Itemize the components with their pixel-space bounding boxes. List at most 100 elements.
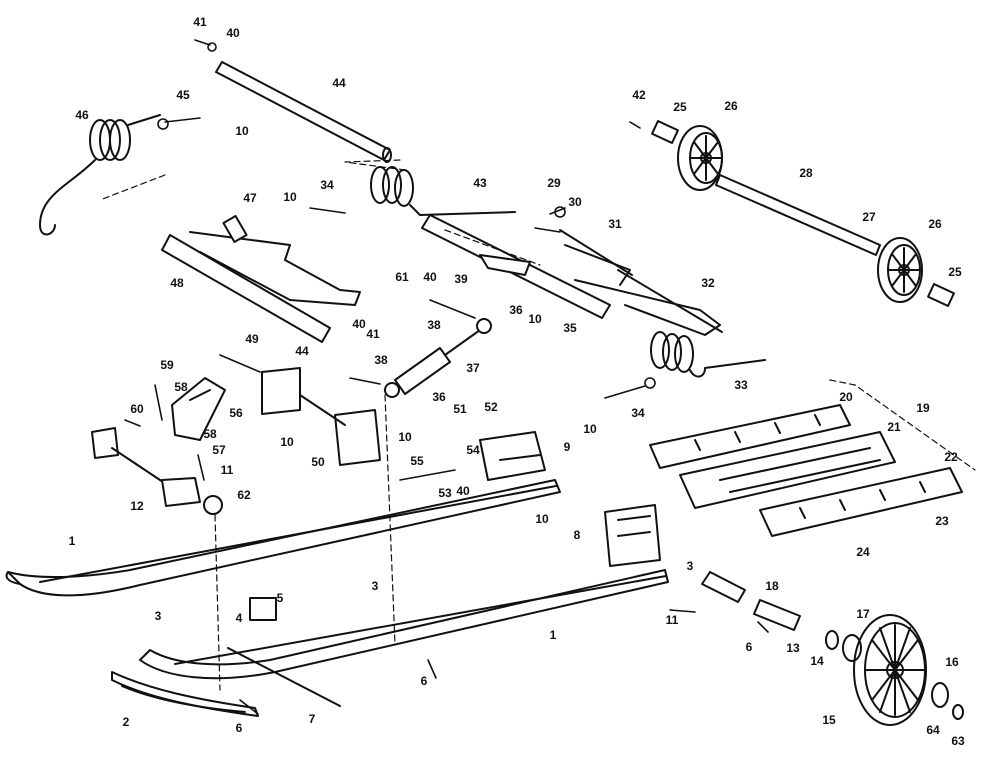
washer-64 (952, 704, 964, 720)
callout-59: 59 (160, 358, 174, 372)
callout-18: 18 (765, 579, 779, 593)
callout-31: 31 (608, 217, 622, 231)
callout-25: 25 (673, 100, 687, 114)
torsion-spring-left (39, 114, 161, 236)
callout-28: 28 (799, 166, 813, 180)
callout-58: 58 (203, 427, 217, 441)
callout-44: 44 (332, 76, 346, 90)
callout-50: 50 (311, 455, 325, 469)
callout-2: 2 (122, 715, 130, 729)
callout-10: 10 (235, 124, 249, 138)
callout-42: 42 (632, 88, 646, 102)
rear-arm-32 (564, 244, 723, 336)
ski-runner-right (139, 569, 669, 680)
callout-41: 41 (193, 15, 207, 29)
track-22 (759, 467, 963, 537)
callout-1: 1 (68, 534, 76, 548)
callout-45: 45 (176, 88, 190, 102)
front-mount-12 (91, 427, 223, 515)
callout-11: 11 (220, 463, 234, 477)
callout-10: 10 (535, 512, 549, 526)
callout-13: 13 (786, 641, 800, 655)
torsion-spring-top (370, 166, 516, 216)
front-arm-48 (161, 214, 361, 343)
callout-17: 17 (856, 607, 870, 621)
washer-16 (931, 682, 949, 708)
callout-61: 61 (395, 270, 409, 284)
callout-40: 40 (456, 484, 470, 498)
callout-64: 64 (926, 723, 940, 737)
callout-16: 16 (945, 655, 959, 669)
spacer (701, 571, 746, 603)
callout-39: 39 (454, 272, 468, 286)
bracket-50 (261, 367, 381, 466)
callout-36: 36 (432, 390, 446, 404)
callout-36: 36 (509, 303, 523, 317)
callout-19: 19 (916, 401, 930, 415)
callout-49: 49 (245, 332, 259, 346)
callout-40: 40 (423, 270, 437, 284)
callout-10: 10 (583, 422, 597, 436)
callout-60: 60 (130, 402, 144, 416)
shock-absorber (384, 318, 492, 398)
bolts (124, 39, 769, 715)
callout-6: 6 (745, 640, 753, 654)
callout-32: 32 (701, 276, 715, 290)
callout-14: 14 (810, 654, 824, 668)
callout-47: 47 (243, 191, 257, 205)
callout-34: 34 (320, 178, 334, 192)
callout-12: 12 (130, 499, 144, 513)
bearing-17 (842, 634, 862, 662)
callout-58: 58 (174, 380, 188, 394)
callout-56: 56 (229, 406, 243, 420)
callout-57: 57 (212, 443, 226, 457)
callout-10: 10 (280, 435, 294, 449)
callout-51: 51 (453, 402, 467, 416)
callout-3: 3 (371, 579, 379, 593)
callout-63: 63 (951, 734, 965, 748)
callout-15: 15 (822, 713, 836, 727)
callout-6: 6 (235, 721, 243, 735)
callout-40: 40 (226, 26, 240, 40)
assembly-lines (99, 159, 976, 691)
callout-7: 7 (308, 712, 316, 726)
callout-1: 1 (549, 628, 557, 642)
callout-33: 33 (734, 378, 748, 392)
callout-40: 40 (352, 317, 366, 331)
idler-wheel-lower (877, 237, 955, 307)
bracket-9 (479, 431, 546, 481)
wear-strip (111, 671, 259, 717)
callout-24: 24 (856, 545, 870, 559)
track-21 (679, 431, 896, 509)
callout-5: 5 (276, 591, 284, 605)
callout-38: 38 (427, 318, 441, 332)
callout-23: 23 (935, 514, 949, 528)
block-5 (249, 597, 277, 621)
torsion-spring-mid (650, 331, 766, 378)
callout-27: 27 (862, 210, 876, 224)
washer-14 (825, 630, 839, 650)
rear-wheel-15 (853, 614, 927, 726)
callout-53: 53 (438, 486, 452, 500)
callout-3: 3 (686, 559, 694, 573)
callout-10: 10 (283, 190, 297, 204)
center-shaft-35 (421, 214, 611, 319)
callout-26: 26 (928, 217, 942, 231)
callout-21: 21 (887, 420, 901, 434)
pivot-shaft-31 (559, 229, 633, 276)
callout-54: 54 (466, 443, 480, 457)
callout-41: 41 (366, 327, 380, 341)
callout-46: 46 (75, 108, 89, 122)
callout-4: 4 (235, 611, 243, 625)
cross-rod (227, 647, 341, 707)
callout-38: 38 (374, 353, 388, 367)
callout-52: 52 (484, 400, 498, 414)
bracket-56 (171, 377, 226, 441)
idler-wheel-upper (651, 120, 723, 191)
callout-8: 8 (573, 528, 581, 542)
callout-48: 48 (170, 276, 184, 290)
bracket-8 (604, 504, 661, 567)
callout-43: 43 (473, 176, 487, 190)
